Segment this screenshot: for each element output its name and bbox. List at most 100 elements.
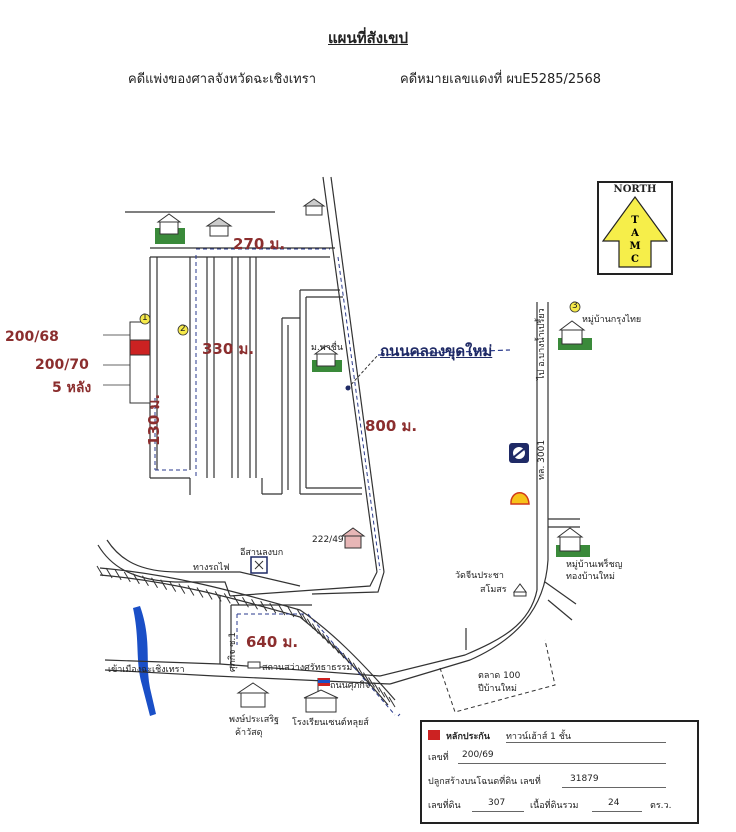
railway-tie bbox=[114, 569, 122, 581]
railway-tie bbox=[132, 573, 140, 585]
label-house-no: 222/49 bbox=[312, 535, 344, 545]
railway-tie bbox=[123, 571, 131, 583]
railway-tie bbox=[352, 662, 360, 674]
railway-tie bbox=[151, 577, 158, 588]
road-label-3001: ทล. 3001 bbox=[537, 439, 547, 480]
plot-label-2: 200/70 bbox=[35, 357, 89, 373]
temple-icon bbox=[513, 583, 527, 597]
road-label-city: เข้าเมืองฉะเชิงเทรา bbox=[108, 665, 185, 675]
railway-tie bbox=[223, 593, 231, 604]
dimension-640: 640 ม. bbox=[246, 633, 299, 651]
marker-2 bbox=[177, 324, 189, 336]
railway-tie bbox=[178, 583, 186, 594]
legend-line-4 bbox=[472, 811, 524, 812]
plot-block-top bbox=[129, 321, 151, 341]
plot-label-3: 5 หลัง bbox=[52, 380, 92, 396]
legend-type: ทาวน์เฮ้าส์ 1 ชั้น bbox=[506, 732, 572, 742]
restaurant-icon bbox=[250, 556, 268, 574]
gas-station-icon bbox=[509, 443, 529, 463]
legend-title: หลักประกัน bbox=[446, 732, 490, 742]
station-icon bbox=[247, 661, 261, 669]
dimension-270: 270 ม. bbox=[233, 235, 286, 253]
railway-tie bbox=[251, 598, 258, 610]
railway-tie bbox=[306, 618, 314, 630]
curved-road bbox=[97, 539, 301, 597]
marker-1 bbox=[139, 313, 151, 325]
label-temple: วัดจีนประชา bbox=[455, 571, 504, 581]
label-charoen-2: ทองบ้านใหม่ bbox=[566, 572, 615, 582]
railway-tie bbox=[347, 657, 355, 669]
railway-tie bbox=[160, 579, 168, 590]
label-temple-2: สโมสร bbox=[480, 585, 507, 595]
label-market: ตลาด 100 bbox=[478, 671, 521, 681]
house-icon-top-left bbox=[155, 213, 185, 244]
label-krungthai: หมู่บ้านกรุงไทย bbox=[582, 315, 642, 325]
north-letter-2: A bbox=[630, 228, 639, 239]
label-villa: ม.พาชื่น bbox=[311, 343, 344, 353]
case-number: คดีหมายเลขแดงที่ ผบE5285/2568 bbox=[400, 72, 601, 87]
railway-tie bbox=[327, 638, 335, 649]
railway-tie bbox=[242, 597, 249, 608]
legend-line-1 bbox=[506, 742, 666, 743]
north-arrow: NORTH T A M C bbox=[597, 181, 673, 275]
legend-swatch bbox=[428, 730, 440, 740]
railway-tie bbox=[332, 642, 340, 654]
collateral-legend: หลักประกัน ทาวน์เฮ้าส์ 1 ชั้น เลขที่ 200… bbox=[420, 720, 699, 824]
railway-tie bbox=[368, 677, 375, 688]
railway-tie bbox=[187, 585, 195, 596]
house-icon-top-right bbox=[302, 198, 326, 216]
north-letter-4: C bbox=[631, 254, 639, 265]
railway-label: ทางรถไฟ bbox=[193, 563, 230, 573]
house-icon-villa bbox=[312, 345, 342, 372]
north-label: NORTH bbox=[613, 184, 657, 195]
legend-deed-value: 31879 bbox=[570, 774, 599, 784]
railway-tie bbox=[205, 589, 213, 600]
railway-tie bbox=[363, 672, 370, 683]
railway-tie bbox=[214, 591, 222, 602]
plot-block-bottom bbox=[129, 354, 151, 404]
dimension-130: 130 ม. bbox=[145, 393, 163, 446]
railway-tie bbox=[322, 633, 329, 644]
railway-tie bbox=[378, 686, 386, 698]
railway-tie bbox=[373, 682, 381, 693]
railway-tie bbox=[383, 691, 391, 703]
marker-1-label: 1 bbox=[142, 313, 148, 323]
railway-tie bbox=[232, 595, 240, 606]
railway-tie bbox=[301, 613, 309, 625]
railway-tie bbox=[311, 623, 319, 634]
road-pointer bbox=[347, 354, 379, 389]
dimension-330: 330 ม. bbox=[202, 340, 255, 358]
railway-tie bbox=[142, 575, 149, 587]
legend-land-label: เลขที่ดิน bbox=[428, 801, 461, 811]
north-arrow-icon: T A M C bbox=[601, 195, 669, 268]
road-label-khlong: ถนนคลองขุดใหม่ bbox=[380, 342, 493, 360]
road-label-side: ไป อ.บางน้ำเปรี้ยว bbox=[537, 308, 547, 380]
railway-tie bbox=[388, 696, 396, 708]
marker-3 bbox=[569, 301, 581, 313]
label-market-2: ปีบ้านใหม่ bbox=[478, 684, 517, 694]
road-label-sukhumvit: ถนนศุภกิจ bbox=[330, 681, 371, 691]
collateral-plot bbox=[129, 339, 151, 356]
highway-3001 bbox=[379, 302, 580, 685]
railway-tie bbox=[260, 600, 268, 612]
legend-line-2 bbox=[458, 763, 666, 764]
label-restaurant: อีสานลงบก bbox=[240, 548, 284, 558]
north-letter-1: T bbox=[631, 215, 639, 226]
legend-area-value: 24 bbox=[608, 798, 620, 808]
label-shop: พงษ์ประเสริฐ bbox=[229, 715, 280, 725]
school-icon bbox=[303, 678, 339, 713]
label-charoen: หมู่บ้านเพร็ชญ bbox=[566, 560, 623, 570]
house-icon-shop bbox=[236, 682, 270, 708]
house-icon-top-mid bbox=[205, 217, 233, 237]
legend-deed-label: ปลูกสร้างบนโฉนดที่ดิน เลขที่ bbox=[428, 777, 541, 787]
house-icon-222 bbox=[340, 527, 366, 549]
page-title: แผนที่สังเขป bbox=[328, 29, 408, 47]
railway-tie bbox=[357, 667, 365, 678]
north-letter-3: M bbox=[629, 241, 640, 252]
subdivision-roads bbox=[125, 211, 362, 495]
railway-tie bbox=[105, 567, 113, 579]
legend-line-5 bbox=[592, 811, 642, 812]
house-icon-krungthai bbox=[558, 320, 592, 350]
plot-label-1: 200/68 bbox=[5, 329, 59, 345]
